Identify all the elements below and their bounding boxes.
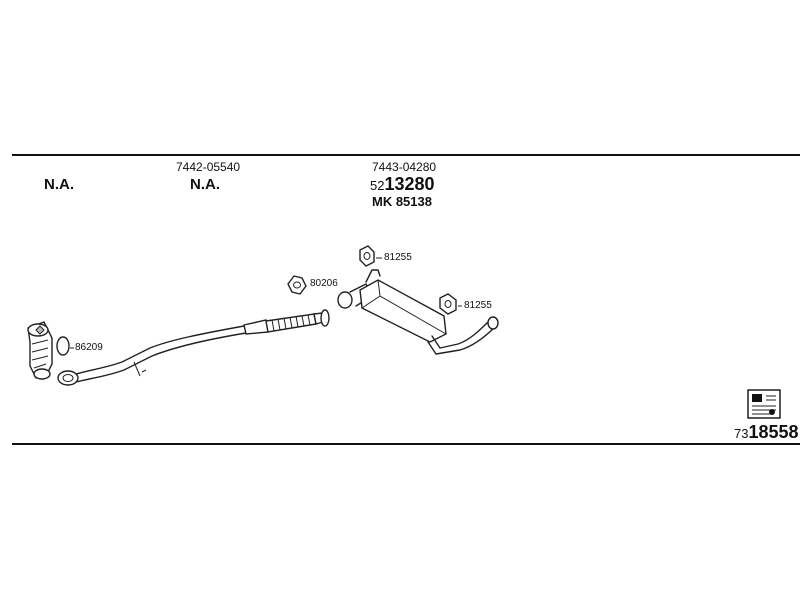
hanger-lower	[439, 293, 462, 315]
document-symbol-icon	[747, 389, 781, 419]
top-divider-line	[12, 154, 800, 156]
callout-gasket-front: 86209	[75, 342, 103, 353]
gasket-front-ring	[56, 336, 70, 356]
reference-number: 7318558	[734, 422, 799, 443]
column-1-na-label: N.A.	[44, 176, 74, 193]
intermediate-pipe	[243, 309, 330, 335]
reference-prefix: 73	[734, 426, 749, 441]
column-2-part-number: 7442-05540	[176, 160, 241, 174]
callout-hanger-lower: 81255	[464, 300, 492, 311]
hanger-upper	[359, 245, 382, 267]
column-3-mk-code: MK 85138	[372, 194, 432, 209]
order-code-main: 13280	[384, 174, 435, 194]
column-2-na-label: N.A.	[190, 176, 220, 193]
callout-hanger-upper: 81255	[384, 252, 412, 263]
front-flange	[57, 370, 79, 386]
front-pipe	[75, 325, 247, 383]
callout-gasket-mid: 80206	[310, 278, 338, 289]
catalytic-converter	[27, 321, 53, 380]
column-3-part-number: 7443-04280	[372, 160, 437, 174]
gasket-mid-ring	[287, 275, 307, 295]
bottom-divider-line	[12, 443, 800, 445]
column-3-order-code: 5213280	[370, 174, 435, 195]
order-code-prefix: 52	[370, 178, 385, 193]
reference-main: 18558	[748, 422, 799, 442]
rear-muffler	[337, 269, 499, 355]
gasket-mid-hole	[293, 281, 301, 289]
